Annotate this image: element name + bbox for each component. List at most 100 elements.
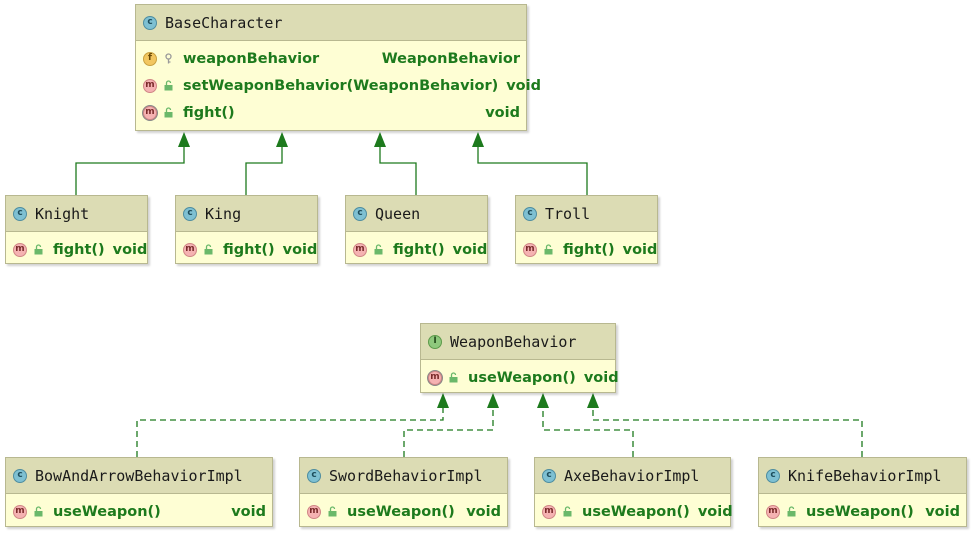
interface-icon: I [428, 334, 442, 349]
member-row-method[interactable]: m fight() void [6, 236, 147, 263]
class-base-character[interactable]: c BaseCharacter f weaponBehavior WeaponB… [135, 4, 541, 131]
class-header: c KnifeBehaviorImpl [759, 458, 966, 494]
interface-members: m useWeapon() void [421, 360, 619, 391]
class-header: c BaseCharacter [136, 5, 526, 41]
public-lock-icon [327, 506, 338, 517]
realization-edges [136, 406, 863, 457]
member-name: fight() [393, 241, 445, 258]
class-members: m useWeapon() void [6, 494, 272, 525]
class-name: Troll [545, 204, 591, 223]
class-sword-behavior-impl[interactable]: c SwordBehaviorImpl m useWeapon() void [299, 457, 508, 527]
member-row-method[interactable]: m fight() void [176, 236, 317, 263]
member-name: fight() [183, 104, 235, 121]
member-name: setWeaponBehavior(WeaponBehavior) [183, 77, 499, 94]
abstract-method-icon: m [428, 370, 442, 385]
member-type: void [112, 241, 148, 258]
member-row-method[interactable]: m fight() void [136, 99, 526, 126]
class-header: c Queen [346, 196, 487, 232]
member-name: fight() [223, 241, 275, 258]
member-type: void [925, 503, 960, 520]
class-members: m fight() void [6, 232, 147, 263]
edge-troll-to-base [477, 145, 588, 195]
method-icon: m [143, 78, 157, 93]
member-type: void [622, 241, 658, 258]
interface-weapon-behavior[interactable]: I WeaponBehavior m useWeapon() void [420, 323, 619, 393]
arrowhead-knife [587, 393, 599, 408]
member-row-method[interactable]: m setWeaponBehavior(WeaponBehavior) void [136, 72, 541, 99]
member-row-method[interactable]: m useWeapon() void [6, 498, 272, 525]
arrowhead-knight [178, 132, 190, 147]
field-icon: f [143, 51, 157, 66]
class-members: f weaponBehavior WeaponBehavior m setWea… [136, 41, 541, 126]
class-axe-behavior-impl[interactable]: c AxeBehaviorImpl m useWeapon() void [534, 457, 733, 527]
member-row-method[interactable]: m useWeapon() void [759, 498, 966, 525]
class-icon: c [13, 468, 27, 483]
class-name: KnifeBehaviorImpl [788, 466, 942, 485]
member-type: void [697, 503, 733, 520]
member-type: WeaponBehavior [381, 50, 520, 67]
class-members: m useWeapon() void [759, 494, 966, 525]
member-name: weaponBehavior [183, 50, 320, 67]
class-name: SwordBehaviorImpl [329, 466, 483, 485]
member-type: void [466, 503, 501, 520]
class-troll[interactable]: c Troll m fight() void [515, 195, 658, 264]
class-name: AxeBehaviorImpl [564, 466, 700, 485]
class-knight[interactable]: c Knight m fight() void [5, 195, 148, 264]
member-row-method[interactable]: m fight() void [516, 236, 657, 263]
member-type: void [506, 77, 541, 94]
class-icon: c [353, 206, 367, 221]
public-lock-icon [448, 372, 459, 383]
class-header: c BowAndArrowBehaviorImpl [6, 458, 272, 494]
member-row-method[interactable]: m useWeapon() void [421, 364, 619, 391]
arrowhead-king [276, 132, 288, 147]
method-icon: m [13, 504, 27, 519]
method-icon: m [353, 242, 367, 257]
class-icon: c [307, 468, 321, 483]
class-name: BaseCharacter [165, 13, 283, 32]
inheritance-arrowheads [178, 132, 484, 147]
class-name: Queen [375, 204, 421, 223]
class-name: King [205, 204, 242, 223]
class-members: m fight() void [346, 232, 487, 263]
method-icon: m [766, 504, 780, 519]
class-header: c Knight [6, 196, 147, 232]
class-name: Knight [35, 204, 90, 223]
edge-knife-to-interface [592, 406, 863, 457]
member-row-method[interactable]: m fight() void [346, 236, 487, 263]
class-queen[interactable]: c Queen m fight() void [345, 195, 488, 264]
class-icon: c [542, 468, 556, 483]
class-bow-and-arrow-behavior-impl[interactable]: c BowAndArrowBehaviorImpl m useWeapon() … [5, 457, 273, 527]
member-name: useWeapon() [468, 369, 576, 386]
arrowhead-axe [537, 393, 549, 408]
member-row-method[interactable]: m useWeapon() void [535, 498, 733, 525]
arrowhead-troll [472, 132, 484, 147]
class-icon: c [183, 206, 197, 221]
member-name: useWeapon() [582, 503, 690, 520]
realization-arrowheads [437, 393, 599, 408]
member-row-method[interactable]: m useWeapon() void [300, 498, 507, 525]
method-icon: m [183, 242, 197, 257]
class-members: m fight() void [176, 232, 317, 263]
class-header: c SwordBehaviorImpl [300, 458, 507, 494]
class-header: c AxeBehaviorImpl [535, 458, 730, 494]
member-row-field[interactable]: f weaponBehavior WeaponBehavior [136, 45, 526, 72]
public-lock-icon [562, 506, 573, 517]
member-name: useWeapon() [53, 503, 161, 520]
class-members: m useWeapon() void [535, 494, 733, 525]
edge-axe-to-interface [542, 406, 634, 457]
interface-header: I WeaponBehavior [421, 324, 615, 360]
member-type: void [282, 241, 318, 258]
public-lock-icon [543, 244, 554, 255]
public-lock-icon [33, 506, 44, 517]
interface-name: WeaponBehavior [450, 332, 577, 351]
class-knife-behavior-impl[interactable]: c KnifeBehaviorImpl m useWeapon() void [758, 457, 967, 527]
edge-knight-to-base [75, 145, 185, 195]
abstract-method-icon: m [143, 105, 157, 120]
edge-sword-to-interface [403, 406, 494, 457]
member-name: fight() [53, 241, 105, 258]
method-icon: m [307, 504, 321, 519]
class-king[interactable]: c King m fight() void [175, 195, 318, 264]
member-name: useWeapon() [806, 503, 914, 520]
inheritance-edges [75, 145, 588, 195]
